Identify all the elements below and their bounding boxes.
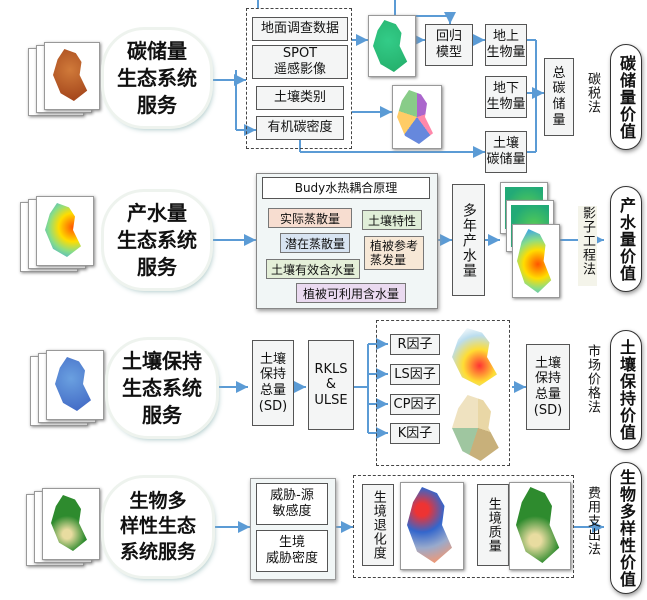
carbon-soil-map (392, 85, 442, 149)
bio-quality-map (509, 482, 571, 570)
soil-total-retention-2: 土壤 保持 总量 (SD) (526, 344, 570, 430)
bio-habitat-frame (353, 475, 574, 578)
carbon-total-storage: 总 碳 储 量 (544, 58, 574, 136)
bio-degradation-map (400, 482, 464, 570)
soil-factor-cp: CP因子 (390, 394, 440, 415)
water-map-stack (20, 196, 94, 276)
soil-total-retention-1: 土壤 保持 总量 (SD) (252, 340, 294, 426)
carbon-soil-storage: 土壤 碳储量 (485, 131, 527, 173)
water-annual-yield: 多年产水量 (452, 184, 485, 296)
soil-service-label: 土壤保持 生态系统 服务 (108, 340, 216, 436)
carbon-input-spot: SPOT 遥感影像 (252, 45, 348, 79)
bio-habitat-degradation: 生境退化度 (362, 484, 394, 566)
bio-map-stack (26, 488, 100, 570)
water-factor-potential-et: 潜在蒸散量 (280, 233, 350, 253)
soil-method-label: 市场价格法 (585, 344, 600, 414)
water-factor-soil-water: 土壤有效含水量 (266, 259, 360, 279)
soil-map-stack (30, 350, 104, 430)
carbon-belowground-biomass: 地下 生物量 (485, 76, 527, 118)
bio-threat-density: 生境 威胁密度 (256, 530, 328, 572)
bio-value-label: 生物多样性价值 (610, 462, 642, 594)
soil-factor-r: R因子 (390, 334, 440, 355)
carbon-input-survey: 地面调查数据 (252, 17, 348, 41)
carbon-value-label: 碳储量价值 (610, 44, 642, 150)
water-factor-soil-property: 土壤特性 (362, 210, 422, 230)
water-factor-veg-water: 植被可利用含水量 (296, 283, 406, 303)
bio-threat-sensitivity: 威胁-源 敏感度 (256, 483, 328, 525)
bio-method-label: 费用支出法 (585, 486, 600, 556)
bio-habitat-quality: 生境质量 (477, 484, 509, 566)
water-method-label: 影子工程法 (578, 206, 597, 286)
carbon-input-soil-type: 土壤类别 (256, 86, 344, 110)
carbon-method-label: 碳税法 (585, 72, 600, 114)
water-factor-reference-et: 植被参考 蒸发量 (364, 236, 424, 270)
carbon-inputs-frame (246, 8, 352, 149)
soil-factor-k: K因子 (390, 423, 440, 444)
water-service-label: 产水量 生态系统 服务 (104, 192, 210, 288)
soil-value-label: 土壤保持价值 (610, 330, 642, 450)
carbon-input-organic-carbon: 有机碳密度 (256, 116, 344, 140)
water-value-label: 产水量价值 (610, 186, 642, 292)
soil-rkls-usle-model: RKLS & ULSE (308, 340, 354, 430)
water-factor-actual-et: 实际蒸散量 (268, 208, 352, 228)
carbon-aboveground-biomass: 地上 生物量 (485, 24, 527, 66)
water-principle-title: Budy水热耦合原理 (262, 177, 430, 199)
soil-factor-ls: LS因子 (390, 364, 440, 385)
carbon-regression-model: 回归 模型 (425, 24, 473, 66)
water-yield-map-stack (500, 182, 560, 298)
soil-factors-frame (376, 320, 510, 466)
carbon-map-stack (28, 42, 100, 120)
bio-service-label: 生物多 样性生态 系统服务 (104, 478, 212, 576)
carbon-biomass-map (368, 15, 416, 77)
carbon-service-label: 碳储量 生态系统 服务 (104, 30, 210, 126)
